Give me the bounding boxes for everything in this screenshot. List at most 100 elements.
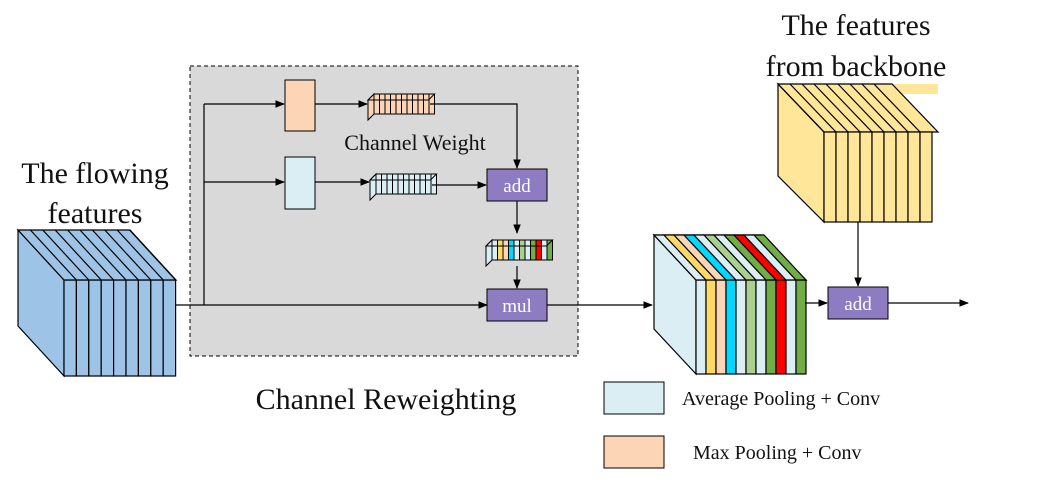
weighted-slab [775,279,787,375]
flowing-title-line2: features [48,197,143,230]
flowing-slab-edge [116,229,164,281]
vector-cell [423,93,430,115]
legend-swatch-avg [603,381,665,415]
mul-op-label: mul [502,296,532,317]
vector-cell [381,173,388,195]
vector-cell [397,173,404,195]
vector-cell [414,173,421,195]
flowing-slab [63,279,77,377]
vector-top [366,93,436,101]
weighted-slab-top [752,234,808,281]
vector-top-to-add [430,103,521,169]
vector-cell [403,173,410,195]
vector-cell [530,239,537,261]
backbone-slab [871,131,885,223]
backbone-slab-edge [837,83,885,133]
flowing-slab-edge [91,229,139,281]
add-op-box-top [486,168,548,202]
vector-cell [395,93,402,115]
flowing-slab [100,279,115,377]
flowing-title-line1: The flowing [21,157,168,190]
vector-cell [406,93,413,115]
vector-cell [379,93,386,115]
flowing-slab-edge [67,229,115,281]
add-op-label-right: add [844,294,872,315]
vector-cell [508,239,515,261]
vector-cell [524,239,531,261]
weighted-slab [705,279,717,375]
connections [176,100,969,309]
channel-reweighting-label: Channel Reweighting [256,383,517,416]
flowing-slab-edge [54,229,102,281]
vector-cell [419,173,426,195]
avg-pool-conv-box [284,156,316,210]
vector-cell [541,239,548,261]
backbone-slab [907,131,921,223]
weighted-slab [765,279,777,375]
backbone-slab [919,131,933,223]
weighted-slab [755,279,767,375]
vector-top [484,239,554,247]
backbone-slab [859,131,873,223]
flowing-features-cube [16,228,178,378]
vector-cell [392,173,399,195]
weighted-slab [715,279,727,375]
weighted-slab [745,279,757,375]
legend-swatch-max [603,435,665,469]
legend-label-max: Max Pooling + Conv [693,442,862,464]
flowing-slab-edge [129,229,177,281]
weighted-features-cube [652,233,808,376]
legend-label-avg: Average Pooling + Conv [682,388,880,410]
backbone-slab-edge [801,83,849,133]
flowing-slab [150,279,164,377]
weighted-slab [785,279,797,375]
weighted-slab [735,279,747,375]
channel-weight-vector-combined [484,238,554,268]
add-op-box-right [827,286,889,320]
vector-cell [412,93,419,115]
vector-cell [386,173,393,195]
flowing-slab [88,279,102,377]
weighted-slab [725,279,737,375]
backbone-slab-edge [849,83,897,133]
channel-weight-vector-avg [368,172,438,202]
vector-cell [519,239,526,261]
backbone-slab-edge [861,83,909,133]
add-op-label-top: add [503,176,531,197]
flowing-slab-edge [79,229,127,281]
vector-cell [491,239,498,261]
flowing-slab [125,279,139,377]
backbone-title-line2: from backbone [766,50,947,83]
vector-cell [408,173,415,195]
weighted-slab [795,279,807,375]
flowing-slab [112,279,127,377]
backbone-slab-edge [873,83,921,133]
backbone-slab [847,131,861,223]
vector-cell [497,239,504,261]
vector-cell [417,93,424,115]
vector-cell [535,239,542,261]
backbone-slab [895,131,909,223]
backbone-slab-edge [825,83,873,133]
flowing-slab [162,279,177,377]
channel-weight-label: Channel Weight [344,130,485,155]
vector-cell [425,173,432,195]
vector-cell [513,239,520,261]
vector-cell [375,173,382,195]
channel-weight-vector-max [366,92,436,122]
vector-cell [390,93,397,115]
backbone-slab-edge [777,83,825,133]
vector-cell [384,93,391,115]
vector-cell [401,93,408,115]
flowing-slab-edge [29,229,77,281]
flowing-slab [137,279,152,377]
weighted-slab [695,279,707,375]
backbone-slab [823,131,837,223]
vector-cell [502,239,509,261]
flowing-slab-edge [42,229,90,281]
vector-top [368,173,438,181]
flowing-slab-edge [104,229,152,281]
backbone-slab [835,131,849,223]
backbone-slab [883,131,897,223]
